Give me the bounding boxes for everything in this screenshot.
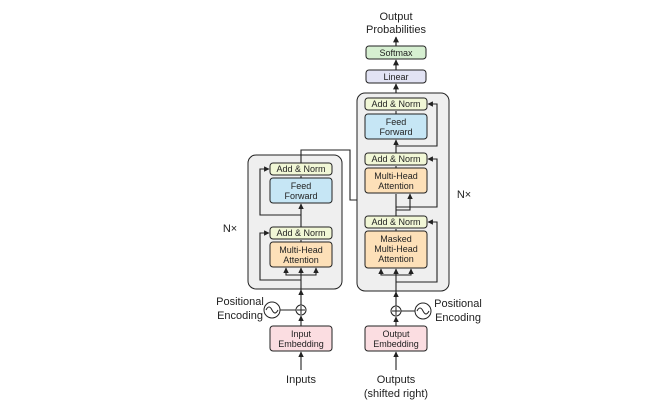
decoder-pos-encoding-label-line2: Encoding: [435, 312, 481, 324]
linear-block: [365, 69, 427, 84]
encoder-pos-encoding-label-line1: Positional: [216, 296, 264, 308]
encoder-repeat-label: N×: [223, 223, 237, 235]
softmax-label: Softmax: [379, 48, 413, 58]
output-probabilities-label-line1: Output: [379, 11, 412, 23]
decoder-masked-attention-label-line2: Multi-Head: [374, 244, 418, 254]
decoder-feed-forward-label-line1: Feed: [386, 117, 407, 127]
input-embedding-label-line1: Input: [291, 329, 312, 339]
output-embedding-label-line1: Output: [382, 329, 410, 339]
decoder-sine-curve: [416, 307, 430, 315]
output-embedding-label-line2: Embedding: [373, 339, 419, 349]
decoder-cross-attention-label-line2: Attention: [378, 181, 414, 191]
encoder-attention-label-line1: Multi-Head: [279, 245, 323, 255]
decoder-repeat-label: N×: [457, 189, 471, 201]
softmax-block: [365, 45, 427, 60]
inputs-label: Inputs: [286, 374, 316, 386]
decoder-masked-attention-label-line3: Attention: [378, 254, 414, 264]
decoder-add-norm-top: [364, 97, 428, 111]
decoder-connectors: [378, 101, 438, 294]
encoder-feed-forward-label-line1: Feed: [291, 181, 312, 191]
input-embedding-block: [269, 325, 333, 352]
decoder-feed-forward-label-line2: Forward: [379, 127, 412, 137]
encoder-feed-forward-label-line2: Forward: [284, 191, 317, 201]
output-embedding-block: [364, 325, 428, 352]
decoder-add-norm-top-label: Add & Norm: [371, 99, 420, 109]
input-embedding-label-line2: Embedding: [278, 339, 324, 349]
encoder-sine-curve: [265, 306, 279, 314]
encoder-attention-label-line2: Attention: [283, 255, 319, 265]
outputs-label-line1: Outputs: [377, 374, 416, 386]
decoder-add-norm-bottom-label: Add & Norm: [371, 217, 420, 227]
decoder-plus-icon: [392, 307, 400, 315]
outputs-label-line2: (shifted right): [364, 388, 428, 400]
output-probabilities-label-line2: Probabilities: [366, 24, 426, 36]
encoder-plus-icon: [297, 306, 305, 314]
decoder-add-norm-middle-label: Add & Norm: [371, 154, 420, 164]
decoder-pos-encoding-label-line1: Positional: [434, 298, 482, 310]
encoder-add-norm-bottom-label: Add & Norm: [276, 228, 325, 238]
linear-label: Linear: [383, 72, 408, 82]
decoder-cross-attention-label-line1: Multi-Head: [374, 171, 418, 181]
encoder-add-norm-top-label: Add & Norm: [276, 164, 325, 174]
decoder-masked-attention-label-line1: Masked: [380, 234, 412, 244]
encoder-pos-encoding-label-line2: Encoding: [217, 310, 263, 322]
